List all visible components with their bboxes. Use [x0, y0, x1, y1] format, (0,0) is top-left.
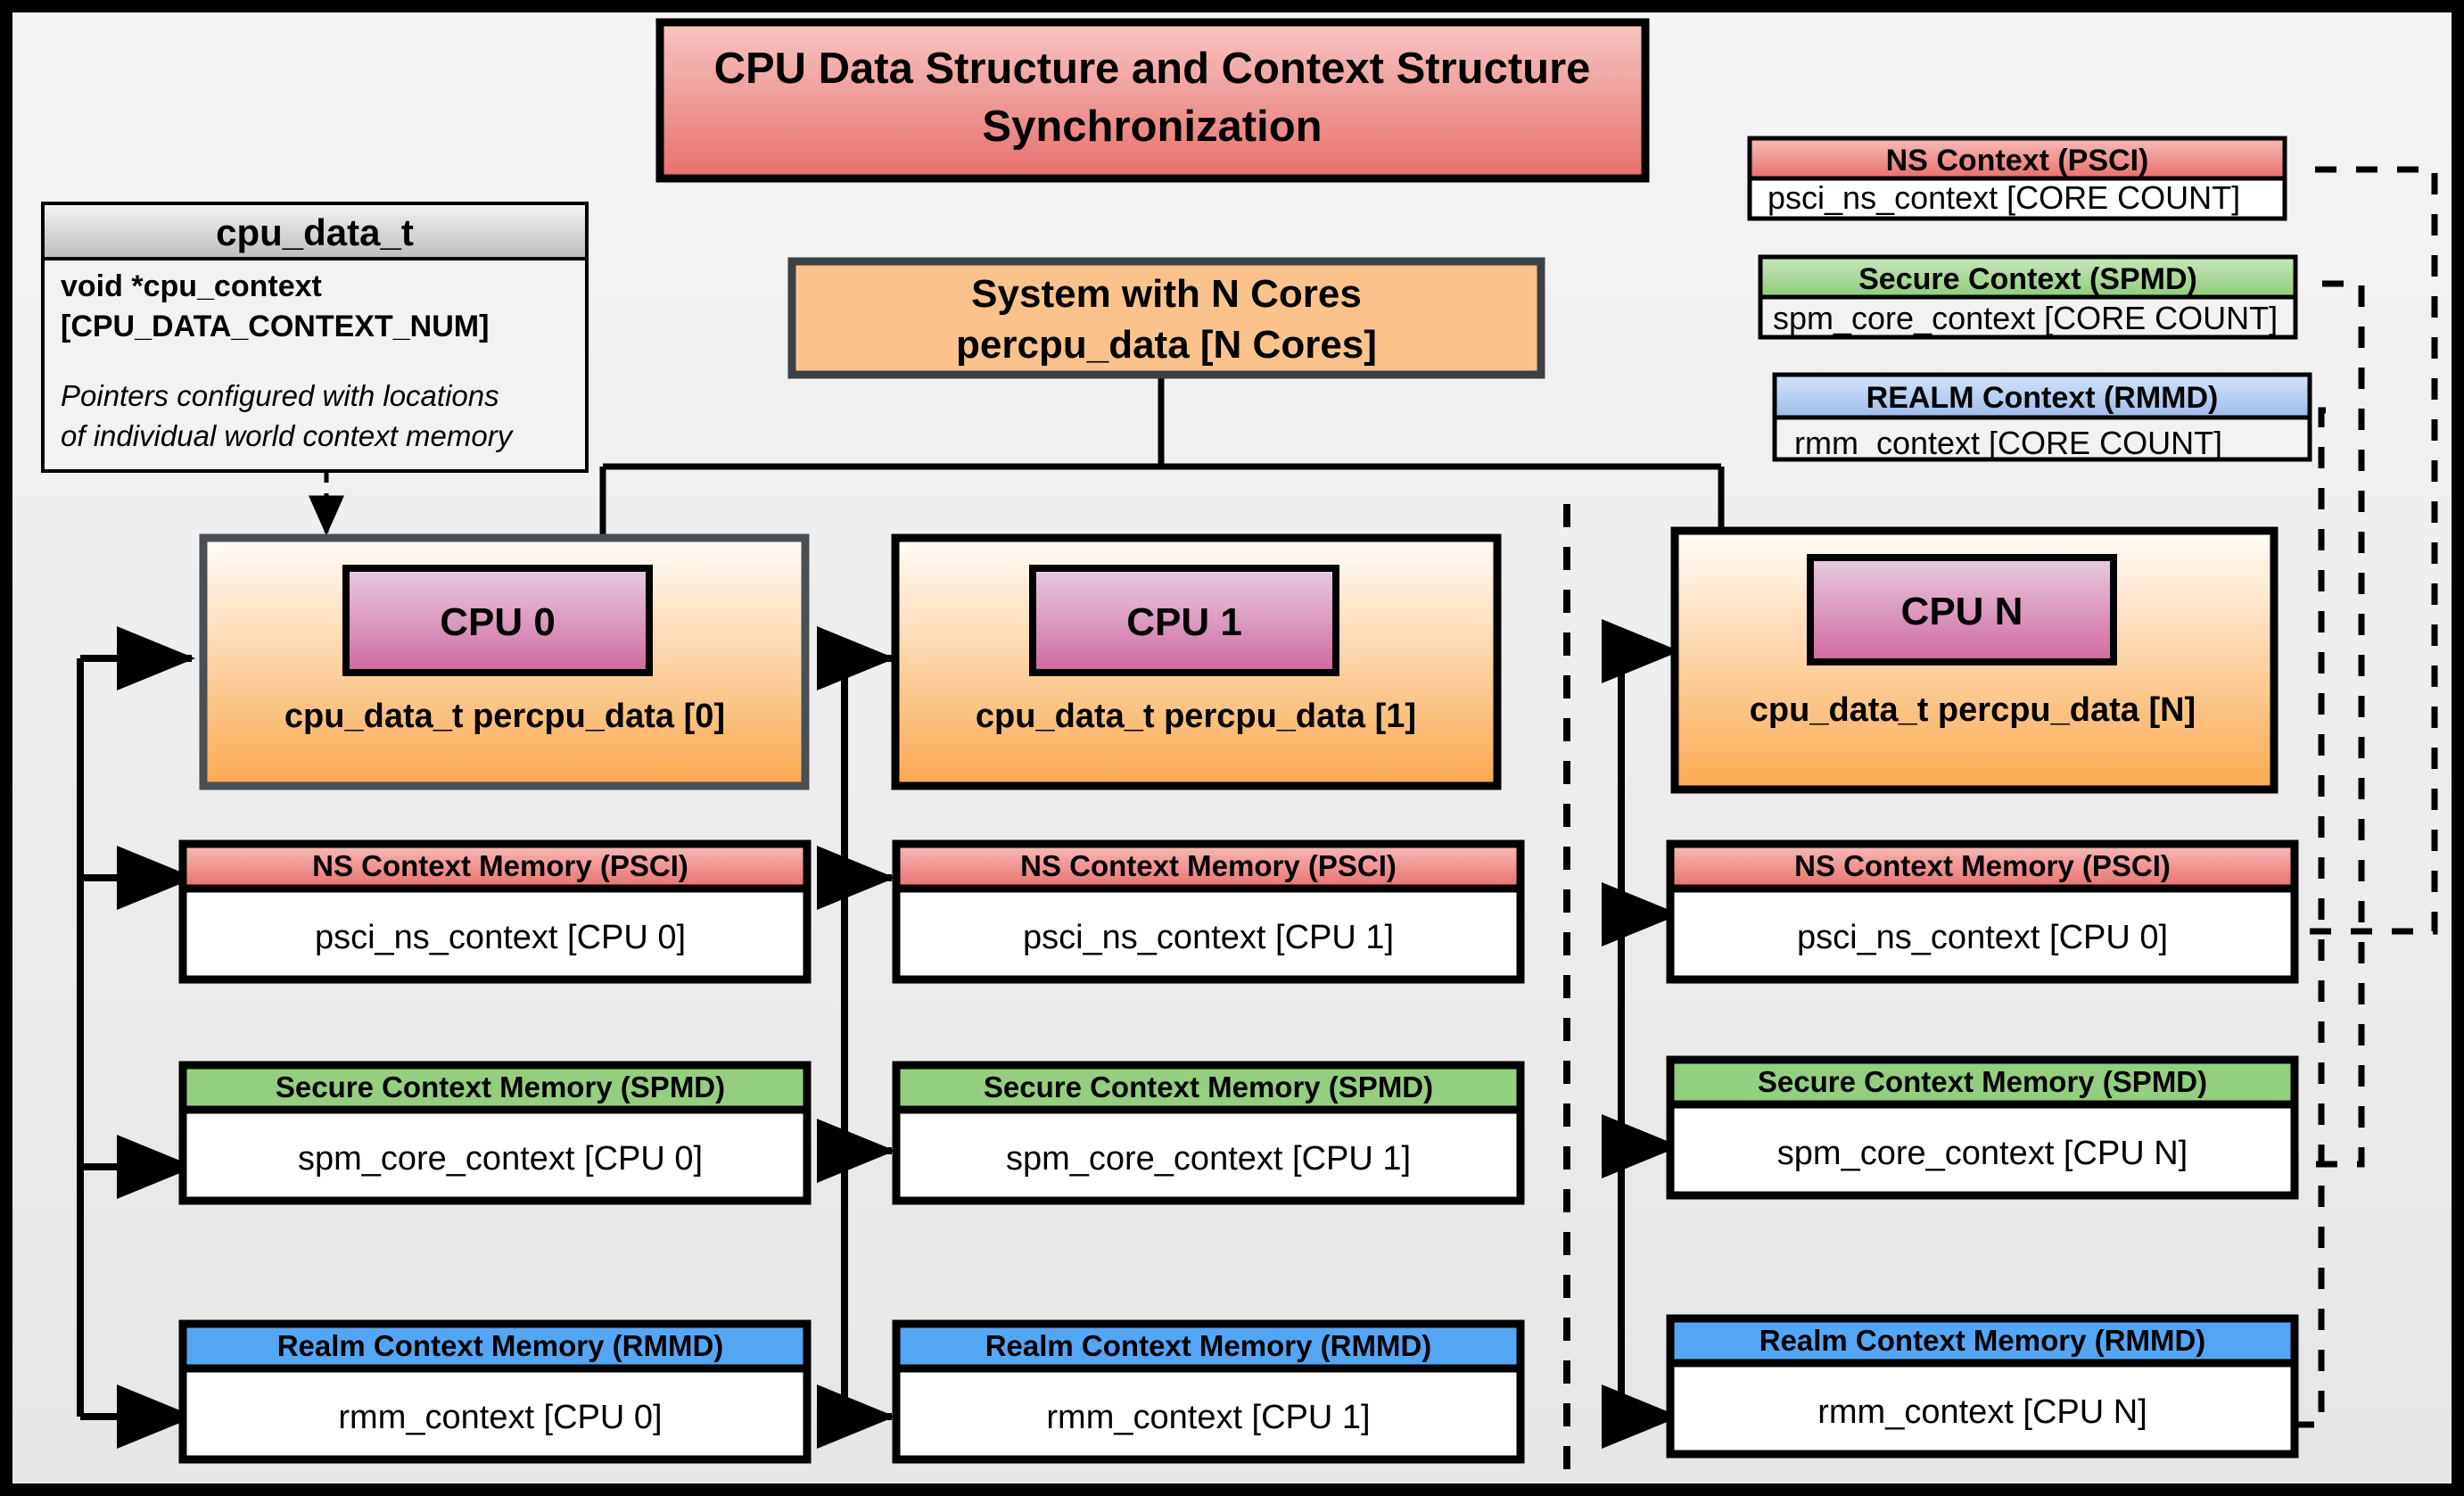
diagram-title-box — [655, 18, 1650, 183]
cpu1-context-ns — [892, 839, 1525, 984]
cpu0-chip-label: CPU 0 — [440, 600, 556, 644]
system-box — [787, 257, 1545, 379]
cpun-context-realm — [1666, 1314, 2299, 1459]
cpu-data-t-note2: of individual world context memory — [61, 419, 515, 452]
global-context-secure-body: spm_core_context [CORE COUNT] — [1773, 300, 2278, 336]
cpu0-bracket — [77, 626, 195, 1449]
page-title-line1: CPU Data Structure and Context Structure — [714, 45, 1591, 93]
cpun-context-realm-header: Realm Context Memory (RMMD) — [1759, 1324, 2206, 1357]
cpu-data-t-line1: void *cpu_context — [61, 269, 322, 303]
cpu1-context-realm-header: Realm Context Memory (RMMD) — [985, 1329, 1432, 1362]
cpu0-context-secure-header: Secure Context Memory (SPMD) — [276, 1070, 725, 1103]
cpun-caption: cpu_data_t percpu_data [N] — [1750, 691, 2196, 729]
global-context-ns-header: NS Context (PSCI) — [1886, 144, 2149, 178]
cpu-data-t-header: cpu_data_t — [216, 211, 414, 253]
cpun-context-ns-body: psci_ns_context [CPU 0] — [1797, 919, 2168, 956]
cpun-context-ns-header: NS Context Memory (PSCI) — [1794, 849, 2171, 882]
cpu0-context-secure — [178, 1061, 812, 1205]
cpu1-context-realm-body: rmm_context [CPU 1] — [1046, 1399, 1370, 1436]
cpun-context-secure-header: Secure Context Memory (SPMD) — [1758, 1065, 2207, 1098]
global-context-links — [2287, 166, 2438, 1428]
cpu0-context-realm-header: Realm Context Memory (RMMD) — [277, 1329, 724, 1362]
system-box-line2: percpu_data [N Cores] — [956, 323, 1377, 367]
cpu-data-t-box — [41, 202, 589, 473]
global-context-secure-header: Secure Context (SPMD) — [1858, 262, 2197, 296]
tree-connector — [599, 375, 1725, 538]
cpu0-block — [199, 533, 810, 790]
cpu1-chip-label: CPU 1 — [1126, 600, 1242, 644]
cpu0-context-realm — [178, 1319, 812, 1464]
cpu0-context-realm-body: rmm_context [CPU 0] — [338, 1399, 662, 1436]
cpu1-context-ns-header: NS Context Memory (PSCI) — [1020, 849, 1397, 882]
system-box-line1: System with N Cores — [971, 272, 1362, 316]
cpun-context-secure-body: spm_core_context [CPU N] — [1777, 1135, 2188, 1172]
cpun-chip-label: CPU N — [1901, 590, 2023, 633]
cpu1-context-ns-body: psci_ns_context [CPU 1] — [1023, 919, 1394, 956]
cpu1-context-secure — [892, 1061, 1525, 1205]
cpu0-caption: cpu_data_t percpu_data [0] — [284, 698, 725, 735]
cpu1-block — [891, 533, 1502, 790]
cpun-block — [1670, 526, 2279, 794]
cpu-data-t-note1: Pointers configured with locations — [61, 379, 499, 412]
cpu1-context-secure-body: spm_core_context [CPU 1] — [1006, 1140, 1411, 1178]
global-context-ns-body: psci_ns_context [CORE COUNT] — [1768, 179, 2240, 216]
cpu-data-t-line2: [CPU_DATA_CONTEXT_NUM] — [61, 310, 489, 343]
cpu0-context-ns-body: psci_ns_context [CPU 0] — [315, 919, 686, 956]
cpu1-context-realm — [892, 1319, 1525, 1464]
cpun-context-realm-body: rmm_context [CPU N] — [1817, 1393, 2147, 1431]
cpun-context-secure — [1666, 1055, 2299, 1200]
cpu1-bracket — [817, 626, 895, 1449]
cpu1-context-secure-header: Secure Context Memory (SPMD) — [984, 1070, 1433, 1103]
cpu0-context-ns — [178, 839, 812, 984]
global-context-realm — [1772, 372, 2312, 462]
page-title-line2: Synchronization — [982, 103, 1322, 151]
cpu1-caption: cpu_data_t percpu_data [1] — [976, 698, 1416, 735]
global-context-realm-header: REALM Context (RMMD) — [1867, 381, 2219, 415]
global-context-secure — [1758, 254, 2298, 340]
global-context-ns — [1747, 136, 2287, 221]
cpu0-context-secure-body: spm_core_context [CPU 0] — [298, 1140, 703, 1178]
cpun-context-ns — [1666, 839, 2299, 984]
cpu0-context-ns-header: NS Context Memory (PSCI) — [312, 849, 688, 882]
global-context-realm-body: rmm_context [CORE COUNT] — [1794, 425, 2222, 461]
